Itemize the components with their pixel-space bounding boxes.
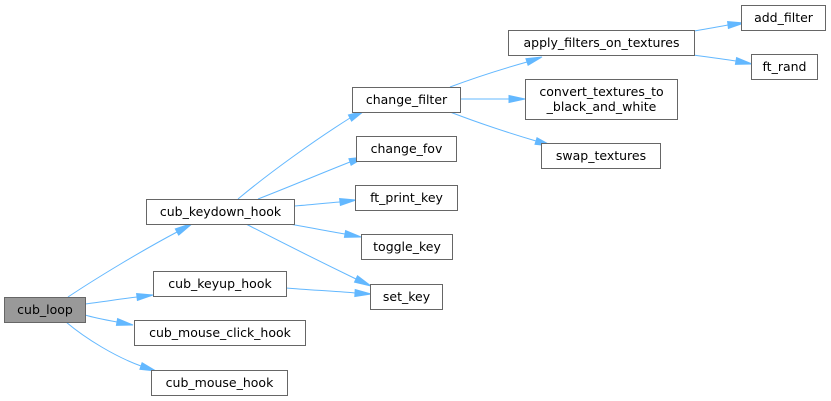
edge-arrowhead <box>139 361 157 372</box>
edge-line <box>245 223 357 280</box>
edge-apply_filters_on_textures-to-ft_rand <box>692 54 753 65</box>
edge-line <box>65 321 142 367</box>
edge-line <box>67 231 178 298</box>
node-change_fov[interactable]: change_fov <box>356 136 457 162</box>
edge-line <box>84 314 118 323</box>
edge-line <box>693 24 729 32</box>
node-change_filter[interactable]: change_filter <box>352 87 461 113</box>
node-cub_keydown_hook[interactable]: cub_keydown_hook <box>146 199 295 225</box>
edge-change_filter-to-apply_filters_on_textures <box>449 56 543 88</box>
node-box[interactable] <box>525 79 678 120</box>
node-box[interactable] <box>741 5 826 31</box>
node-box[interactable] <box>751 54 818 80</box>
node-apply_filters_on_textures[interactable]: apply_filters_on_textures <box>508 30 695 56</box>
edge-line <box>293 201 341 207</box>
edge-arrowhead <box>734 56 753 65</box>
edge-cub_keydown_hook-to-toggle_key <box>288 223 362 238</box>
node-box[interactable] <box>4 297 86 323</box>
node-box[interactable] <box>370 284 443 310</box>
edge-cub_loop-to-cub_keyup_hook <box>84 292 154 305</box>
edge-line <box>692 54 737 62</box>
edge-change_filter-to-convert_textures_to_black_and_white <box>459 94 526 104</box>
edge-cub_loop-to-cub_mouse_hook <box>65 321 157 372</box>
edge-line <box>449 111 537 142</box>
edge-line <box>84 296 138 305</box>
node-label: set_key <box>383 289 431 304</box>
edge-arrowhead <box>727 20 745 30</box>
edge-arrowhead <box>174 222 194 236</box>
node-label: ft_rand <box>763 59 807 74</box>
node-label: cub_loop <box>17 302 73 317</box>
edge-cub_keyup_hook-to-set_key <box>285 287 372 298</box>
edge-cub_keydown_hook-to-change_filter <box>237 110 365 200</box>
edge-arrowhead <box>508 94 526 104</box>
edge-cub_loop-to-cub_keydown_hook <box>67 222 194 298</box>
edge-arrowhead <box>115 317 134 326</box>
node-ft_print_key[interactable]: ft_print_key <box>355 185 458 211</box>
node-toggle_key[interactable]: toggle_key <box>361 234 453 260</box>
node-label: add_filter <box>754 10 814 25</box>
node-label: cub_mouse_hook <box>166 375 274 390</box>
node-cub_mouse_hook[interactable]: cub_mouse_hook <box>151 370 288 396</box>
node-box[interactable] <box>352 87 461 113</box>
node-box[interactable] <box>541 143 661 169</box>
edge-arrowhead <box>136 292 154 302</box>
node-label: change_filter <box>366 92 448 107</box>
node-ft_rand[interactable]: ft_rand <box>751 54 818 80</box>
node-box[interactable] <box>508 30 695 56</box>
node-label: cub_mouse_click_hook <box>149 325 292 340</box>
edge-cub_keydown_hook-to-ft_print_key <box>293 197 357 207</box>
node-add_filter[interactable]: add_filter <box>741 5 826 31</box>
edge-line <box>288 223 346 235</box>
node-label: cub_keydown_hook <box>160 204 282 219</box>
node-label: swap_textures <box>556 148 646 163</box>
node-label: toggle_key <box>373 239 441 254</box>
edge-arrowhead <box>343 229 362 238</box>
node-cub_mouse_click_hook[interactable]: cub_mouse_click_hook <box>134 320 306 346</box>
edge-cub_loop-to-cub_mouse_click_hook <box>84 314 134 326</box>
node-label: convert_textures_to <box>539 84 663 99</box>
node-box[interactable] <box>146 199 295 225</box>
edge-arrowhead <box>525 56 543 67</box>
node-swap_textures[interactable]: swap_textures <box>541 143 661 169</box>
node-box[interactable] <box>134 320 306 346</box>
edge-line <box>449 61 528 88</box>
edge-cub_keydown_hook-to-change_fov <box>257 156 366 200</box>
edge-line <box>285 287 356 294</box>
node-cub_loop[interactable]: cub_loop <box>4 297 86 323</box>
edge-cub_keydown_hook-to-set_key <box>245 223 372 287</box>
node-convert_textures_to_black_and_white[interactable]: convert_textures_to_black_and_white <box>525 79 678 120</box>
node-label: apply_filters_on_textures <box>524 35 680 50</box>
node-label: _black_and_white <box>546 99 657 114</box>
edge-apply_filters_on_textures-to-add_filter <box>693 20 745 32</box>
node-box[interactable] <box>356 136 457 162</box>
edge-line <box>237 117 351 200</box>
node-box[interactable] <box>361 234 453 260</box>
node-label: ft_print_key <box>370 190 443 205</box>
edge-line <box>257 161 351 200</box>
node-box[interactable] <box>151 370 288 396</box>
node-cub_keyup_hook[interactable]: cub_keyup_hook <box>153 271 287 297</box>
edge-arrowhead <box>354 288 372 298</box>
node-label: change_fov <box>371 141 443 156</box>
nodes-layer: cub_loop cub_keydown_hook cub_keyup_hookcu… <box>4 5 826 396</box>
node-set_key[interactable]: set_key <box>370 284 443 310</box>
node-box[interactable] <box>153 271 287 297</box>
edge-arrowhead <box>339 197 357 207</box>
edge-arrowhead <box>353 275 372 287</box>
node-box[interactable] <box>355 185 458 211</box>
node-label: cub_keyup_hook <box>168 276 272 291</box>
